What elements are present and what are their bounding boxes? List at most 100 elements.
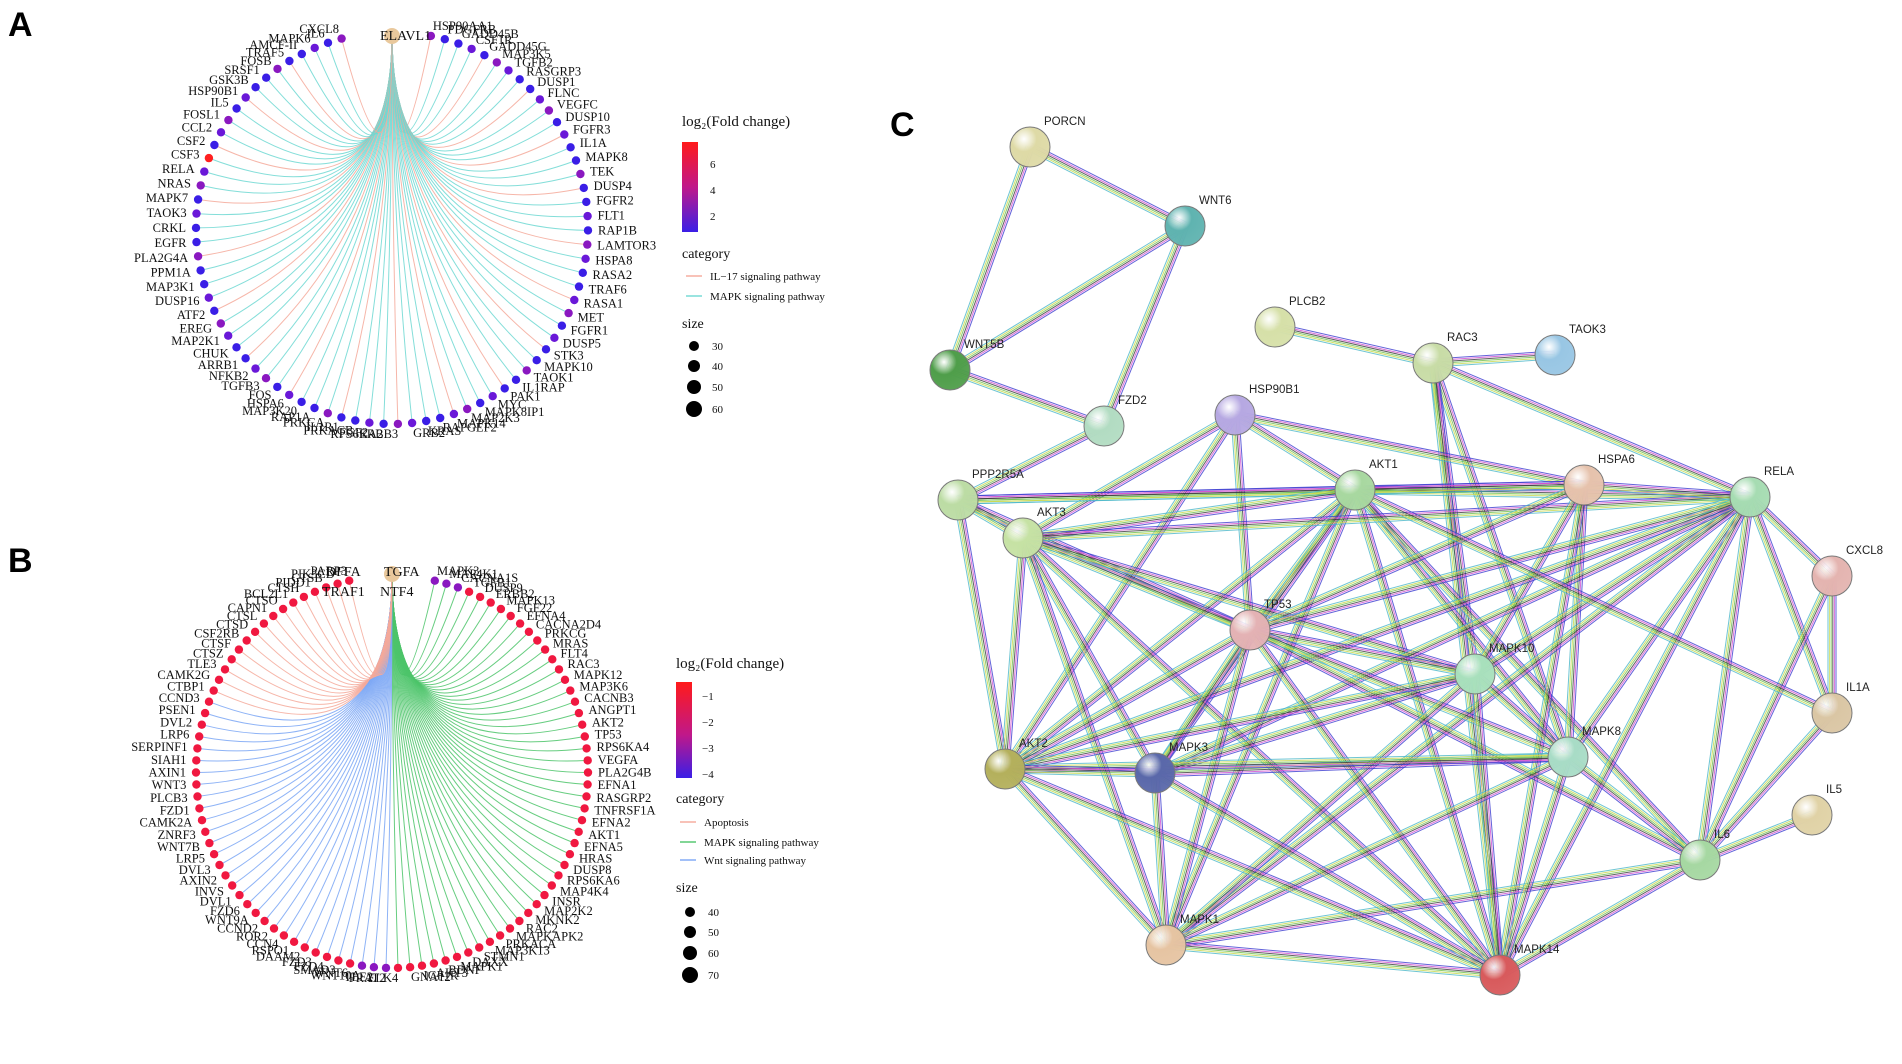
- panel-a-label-map3k20: MAP3K20: [242, 404, 297, 418]
- legend-a-category-2: MAPK signaling pathway: [710, 291, 825, 303]
- network-node-wnt6[interactable]: [1164, 205, 1206, 247]
- network-node-hsp90b1[interactable]: [1214, 394, 1256, 436]
- panel-c-edges: [945, 142, 1837, 980]
- panel-a-label-gadd45g: GADD45G: [489, 39, 547, 53]
- network-label-il5: IL5: [1826, 784, 1842, 796]
- panel-a-label-il1rap: IL1RAP: [522, 381, 564, 395]
- panel-b-node-fzd1: [195, 804, 204, 813]
- network-node-ppp2r5a[interactable]: [937, 479, 979, 521]
- network-edge-rela-akt2: [1003, 492, 1752, 774]
- panel-b-node-ccnd3: [204, 697, 214, 706]
- panel-b-label-dvl3: DVL3: [179, 863, 211, 877]
- panel-a-edge-cxcl8: [341, 35, 393, 133]
- panel-b-node-ctbp1: [209, 686, 218, 695]
- legend-b-size-title: size: [676, 881, 698, 896]
- legend-a-tick-1: 6: [710, 159, 716, 171]
- panel-a-label-rps6ka2: RPS6KA2: [330, 427, 383, 441]
- panel-a-label-ccl2: CCL2: [182, 120, 213, 134]
- panel-a-node-srsf1: [262, 73, 271, 82]
- panel-b-label-bcl2l1: BCL2L1: [244, 587, 288, 601]
- panel-letter-a: A: [8, 6, 33, 44]
- panel-a-node-rela: [200, 167, 209, 176]
- network-node-rac3[interactable]: [1412, 342, 1454, 384]
- network-edge-hsp90b1-hspa6: [1234, 410, 1585, 490]
- legend-a-size-dot-1: [689, 341, 699, 351]
- panel-b-label-ctsd: CTSD: [216, 618, 248, 632]
- panel-a-labels: HSP90AA1PDGFRBGADD45BCSF1RGADD45GMAP3K5T…: [134, 19, 656, 441]
- network-node-porcn[interactable]: [1009, 126, 1051, 168]
- network-edge-il6-mapk1: [1165, 855, 1701, 950]
- panel-b-node-dvl3: [215, 860, 224, 870]
- network-node-il6[interactable]: [1679, 839, 1721, 881]
- legend-b-size-2: 50: [708, 927, 720, 939]
- panel-b-label-dusp8: DUSP8: [573, 863, 611, 877]
- panel-a-label-gadd45b: GADD45B: [462, 27, 519, 41]
- panel-b-node-csf2rb: [242, 636, 251, 645]
- panel-a-legend: log₂(Fold change) 6 4 2 category IL−17 s…: [682, 114, 825, 417]
- network-node-tp53[interactable]: [1229, 609, 1271, 651]
- network-node-il5[interactable]: [1791, 794, 1833, 836]
- panel-a-node-taok1: [522, 366, 531, 375]
- panel-b-label-tp53: TP53: [595, 728, 622, 742]
- panel-b-edge-daam2: [304, 573, 393, 948]
- network-edge-cxcl8-il1a: [1827, 576, 1837, 713]
- panel-a-node-grb2: [407, 418, 417, 428]
- legend-b-size-3: 60: [708, 948, 720, 960]
- panel-a-node-fos: [273, 382, 282, 392]
- network-node-hspa6[interactable]: [1563, 464, 1605, 506]
- panel-a-label-rasa1: RASA1: [584, 297, 624, 311]
- panel-b-node-elk4: [393, 963, 403, 973]
- panel-a-label-rasgrp3: RASGRP3: [526, 65, 581, 79]
- panel-a-node-fosb: [273, 64, 282, 74]
- panel-a-label-grb2: GRB2: [413, 426, 445, 440]
- panel-b-label-map3k6: MAP3K6: [579, 680, 628, 694]
- network-edge-akt1-il6: [1351, 486, 1704, 864]
- panel-a-node-map3k5: [492, 58, 501, 67]
- network-label-mapk3: MAPK3: [1169, 742, 1208, 754]
- panel-b-label-ctsh: CTSH: [267, 581, 299, 595]
- panel-a-node-prkca: [323, 409, 332, 418]
- panel-a-node-fgfr1: [557, 321, 567, 330]
- panel-a-label-il1a: IL1A: [580, 136, 607, 150]
- panel-a-label-dusp16: DUSP16: [155, 294, 199, 308]
- network-node-taok3[interactable]: [1534, 334, 1576, 376]
- panel-b-label-invs: INVS: [195, 884, 224, 898]
- panel-b-label-prkcg: PRKCG: [545, 627, 587, 641]
- panel-b-label-efna4: EFNA4: [527, 609, 567, 623]
- network-node-il1a[interactable]: [1811, 692, 1853, 734]
- network-node-mapk10[interactable]: [1454, 653, 1496, 695]
- network-node-rela[interactable]: [1729, 476, 1771, 518]
- network-node-akt1[interactable]: [1334, 469, 1376, 511]
- network-edge-mapk1-mapk14: [1165, 940, 1501, 980]
- panel-b-label-serpinf1: SERPINF1: [131, 740, 187, 754]
- panel-a-label-prkca: PRKCA: [283, 416, 325, 430]
- panel-b-node-tp53: [580, 732, 589, 741]
- network-node-akt2[interactable]: [984, 748, 1026, 790]
- panel-b-label-psen1: PSEN1: [159, 703, 196, 717]
- network-edge-wnt5b-fzd2: [948, 365, 1106, 431]
- panel-a-node-tgfb2: [504, 66, 513, 75]
- panel-b-node-mapk12: [560, 675, 570, 684]
- network-node-wnt5b[interactable]: [929, 349, 971, 391]
- network-edge-akt2-mapk14: [1003, 764, 1502, 980]
- network-node-mapk3[interactable]: [1134, 752, 1176, 794]
- panel-b-node-fgf22: [506, 611, 515, 621]
- legend-b-category-1: Apoptosis: [704, 817, 749, 829]
- panel-a-node-rasa2: [578, 268, 587, 277]
- network-node-mapk8[interactable]: [1547, 736, 1589, 778]
- network-node-akt3[interactable]: [1002, 517, 1044, 559]
- panel-b-node-ctsh: [299, 592, 309, 602]
- panel-b-node-akt1: [574, 827, 583, 836]
- legend-b-size-dot-2: [684, 926, 696, 938]
- network-edge-tp53-mapk14: [1246, 627, 1504, 978]
- network-node-cxcl8[interactable]: [1811, 555, 1853, 597]
- panel-a-node-dusp4: [579, 183, 588, 193]
- network-node-fzd2[interactable]: [1083, 405, 1125, 447]
- panel-b-edge-rac2: [391, 573, 520, 922]
- network-node-plcb2[interactable]: [1254, 306, 1296, 348]
- network-node-mapk1[interactable]: [1145, 924, 1187, 966]
- panel-b-label-mapkapk2: MAPKAPK2: [516, 930, 583, 944]
- network-node-mapk14[interactable]: [1479, 954, 1521, 996]
- panel-b-label-lrp6: LRP6: [160, 728, 189, 742]
- panel-b-node-rac3: [554, 665, 564, 674]
